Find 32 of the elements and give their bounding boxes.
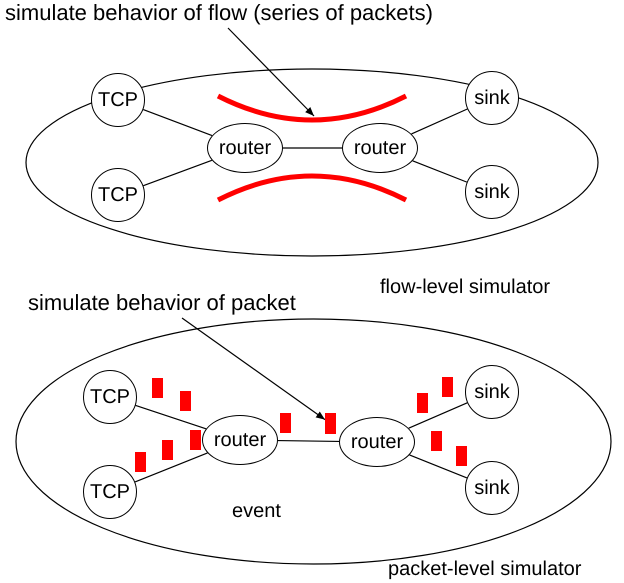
link-line [283,147,342,149]
annotation-text: simulate behavior of packet [28,290,348,320]
link-line [411,108,468,134]
host-circle: sink [465,71,519,125]
link-line [135,404,206,430]
router-ellipse: router [202,415,278,465]
leader-line [228,28,314,116]
router-ellipse: router [342,123,418,173]
host-circle: TCP [83,465,137,519]
annotation-text: simulate behavior of flow (series of packets) [5,0,485,30]
link-line [412,160,468,183]
host-circle: sink [465,461,519,515]
router-ellipse: router [207,123,283,173]
flow-curve [216,174,408,204]
link-line [408,402,468,429]
link-line [143,160,212,186]
host-circle: TCP [91,168,145,222]
region-title: flow-level simulator [380,276,550,299]
region-title: packet-level simulator [388,558,582,581]
flow-curve [216,92,408,122]
link-line [143,108,212,136]
host-circle: TCP [83,370,137,424]
link-line [409,454,468,479]
annotation-text: event [232,500,281,523]
router-ellipse: router [339,417,415,467]
packet-icon [325,413,336,434]
leader-line [182,318,326,420]
host-circle: TCP [91,73,145,127]
host-circle: sink [465,165,519,219]
link-line [134,452,208,483]
link-line [278,440,340,442]
host-circle: sink [465,365,519,419]
